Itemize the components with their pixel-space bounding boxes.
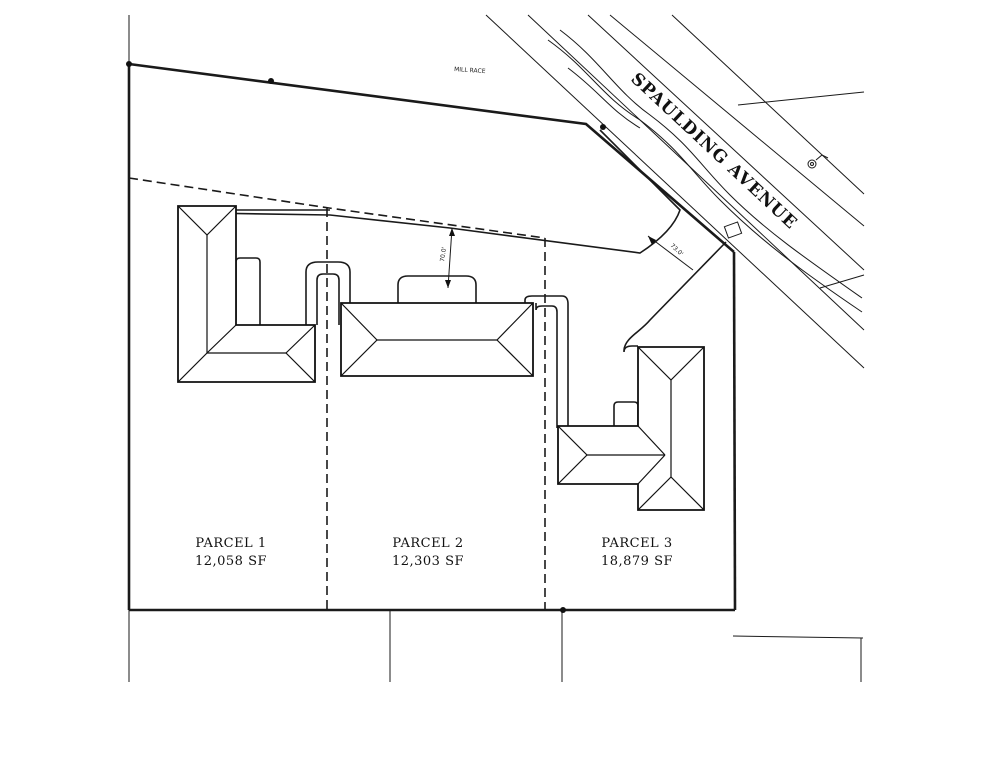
- parcel-3-name: PARCEL 3: [601, 536, 672, 551]
- driveway: [205, 129, 727, 351]
- parcel-1-label: PARCEL 1 12,058 SF: [195, 536, 267, 569]
- utility-box-icon: [723, 221, 743, 239]
- parcel-lines: [128, 177, 546, 610]
- dimension-label-2: 73.0': [669, 242, 685, 258]
- mill-race-label: MILL RACE: [454, 66, 486, 75]
- parcel-2-area: 12,303 SF: [392, 554, 464, 569]
- parcel-2-name: PARCEL 2: [392, 536, 463, 551]
- hydrant-icon: [807, 154, 829, 169]
- dimension-label-1: 70.0': [439, 246, 448, 262]
- building-parcel-1: [177, 205, 351, 383]
- building-parcel-3: [557, 345, 705, 511]
- parcel-3-label: PARCEL 3 18,879 SF: [601, 536, 673, 569]
- parcel-1-area: 12,058 SF: [195, 554, 267, 569]
- spaulding-avenue-road: [485, 14, 865, 369]
- property-boundary: [126, 61, 737, 613]
- building-parcel-2: [340, 275, 569, 428]
- parcel-1-name: PARCEL 1: [195, 536, 266, 551]
- parcel-2-label: PARCEL 2 12,303 SF: [392, 536, 464, 569]
- parcel-3-area: 18,879 SF: [601, 554, 673, 569]
